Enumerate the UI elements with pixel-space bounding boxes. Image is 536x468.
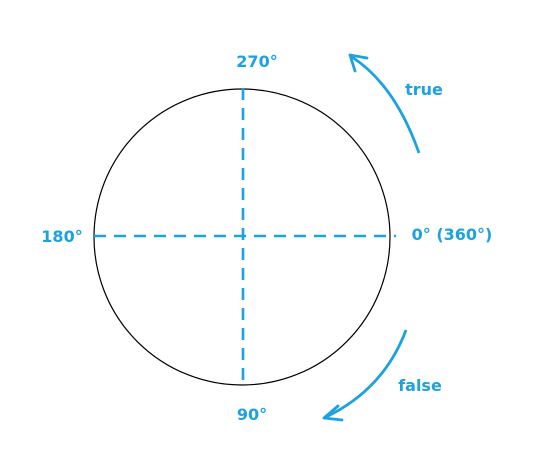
label-270: 270°: [236, 52, 277, 71]
label-true: true: [405, 80, 443, 99]
curved-arrow-counterclockwise-icon: [348, 53, 421, 154]
label-90: 90°: [237, 405, 267, 424]
label-0-360: 0° (360°): [412, 225, 493, 244]
curved-arrow-clockwise-icon: [322, 329, 408, 422]
label-180: 180°: [41, 227, 82, 246]
label-false: false: [398, 376, 442, 395]
